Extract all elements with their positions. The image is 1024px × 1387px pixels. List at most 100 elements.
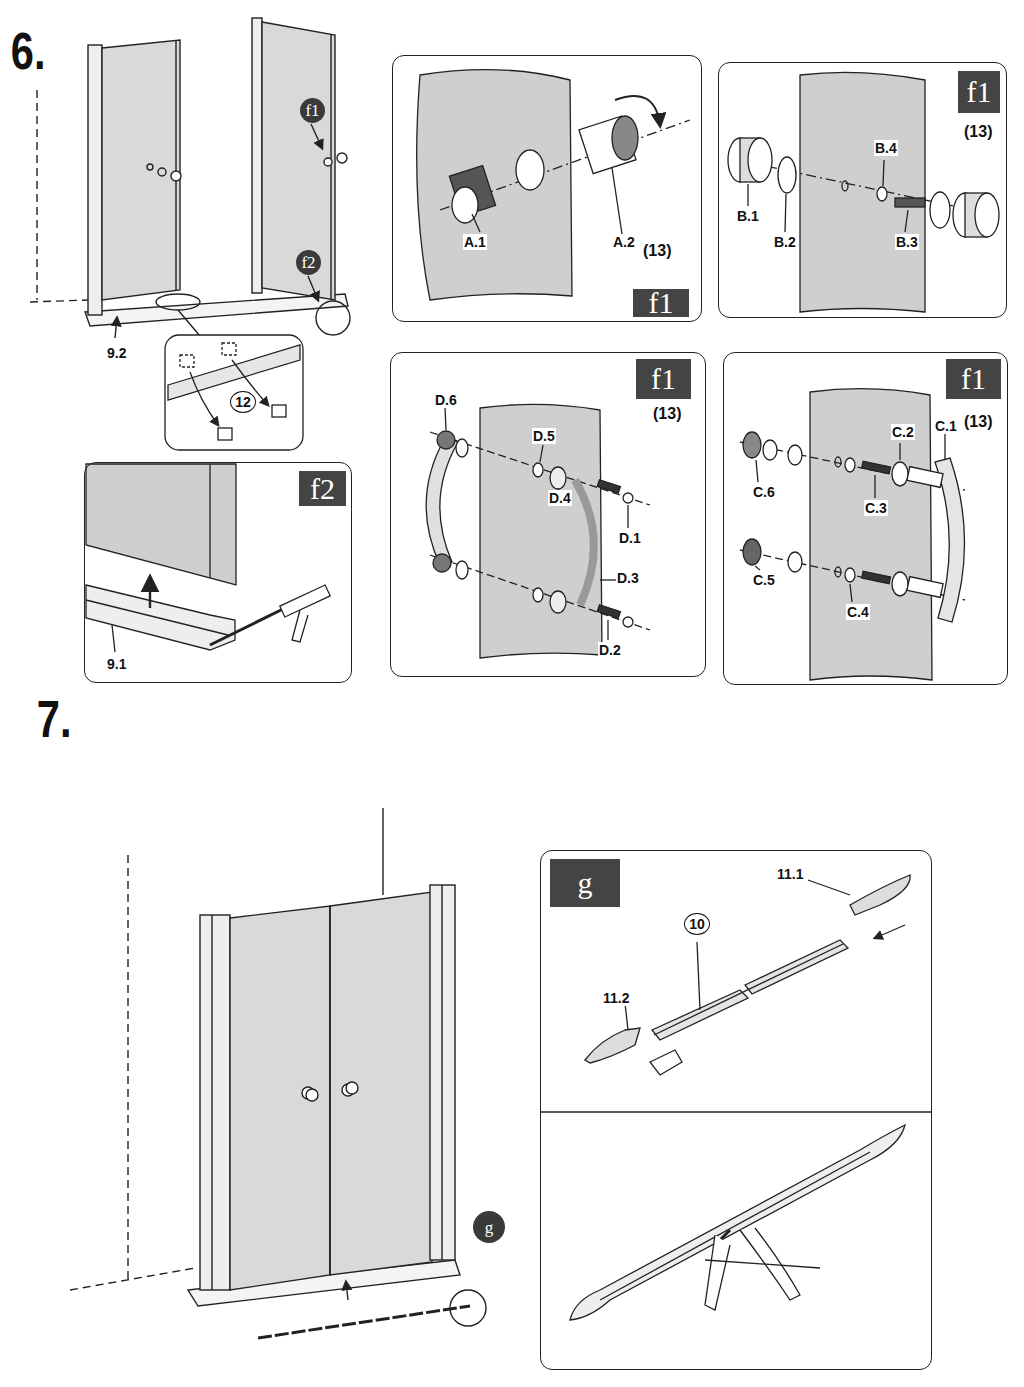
- detail-d-shape: [533, 588, 543, 602]
- detail-d-shape: [430, 555, 650, 630]
- detail-c-shape: [743, 539, 761, 565]
- detail-panel: f1 (13): [392, 55, 702, 322]
- detail-badge: g: [550, 859, 620, 907]
- callout-number: 12: [230, 391, 256, 413]
- detail-b-shape: [748, 138, 772, 182]
- inset-caps-shape: [222, 343, 236, 355]
- detail-f2-shape: [112, 625, 115, 652]
- step7-enclosure-shape: [230, 906, 330, 1290]
- detail-c-shape: [907, 577, 943, 598]
- part-label: C.5: [752, 572, 776, 588]
- step6-enclosure-shape: [337, 153, 347, 163]
- detail-a-shape: [516, 150, 544, 190]
- step7-enclosure-shape: [258, 1306, 470, 1338]
- detail-g-shape: [705, 1260, 820, 1268]
- part-label: 11.1: [776, 866, 804, 882]
- quantity-note: (13): [964, 413, 992, 431]
- part-label: D.6: [434, 392, 458, 408]
- detail-g-shape: [654, 944, 843, 1035]
- part-label: 11.2: [602, 990, 630, 1006]
- detail-c-shape: [788, 552, 802, 572]
- part-label: D.5: [532, 428, 556, 444]
- detail-b-shape: [747, 184, 748, 206]
- detail-badge: f1: [636, 359, 691, 399]
- part-label: D.2: [598, 642, 622, 658]
- detail-g-shape: [850, 875, 910, 915]
- detail-g-shape: [600, 1152, 870, 1300]
- quantity-note: (13): [653, 405, 681, 423]
- step6-enclosure-shape: [316, 301, 350, 335]
- detail-g-shape: [697, 942, 700, 1010]
- step6-enclosure-shape: [102, 40, 180, 300]
- detail-f2: [86, 464, 330, 652]
- detail-panel: f1(13): [718, 62, 1007, 318]
- detail-c-shape: [755, 566, 760, 570]
- detail-g-shape: [705, 1235, 730, 1310]
- detail-c-shape: [835, 457, 841, 467]
- step6-enclosure-shape: [30, 300, 88, 302]
- detail-b-shape: [975, 193, 999, 237]
- part-label: B.3: [895, 234, 919, 250]
- step6-enclosure-shape: [147, 164, 153, 170]
- callout-number: 10: [684, 913, 710, 935]
- detail-c-shape: [743, 432, 761, 458]
- detail-c-shape: [874, 475, 875, 498]
- detail-b-shape: [842, 181, 848, 191]
- detail-c-shape: [835, 567, 841, 577]
- step7-enclosure-shape: [382, 808, 383, 895]
- step7-enclosure-shape: [450, 1290, 486, 1326]
- detail-f2-shape: [86, 585, 235, 650]
- callout-letter: f2: [301, 254, 315, 271]
- detail-c-shape: [845, 458, 855, 472]
- step7-enclosure-shape: [329, 906, 330, 1275]
- detail-d-shape: [540, 445, 543, 462]
- detail-d-shape: [433, 554, 451, 572]
- step6-enclosure-shape: [85, 294, 348, 326]
- detail-b-shape: [800, 72, 925, 312]
- detail-b-shape: [883, 160, 884, 186]
- detail-panel: g: [540, 850, 932, 1370]
- detail-g-shape: [541, 1111, 931, 1112]
- step6-enclosure-shape: [36, 90, 37, 300]
- detail-f2-shape: [292, 610, 308, 642]
- detail-d-shape: [623, 493, 633, 503]
- detail-c-shape: [899, 443, 900, 460]
- detail-b-shape: [778, 157, 796, 193]
- detail-a-shape: [615, 96, 660, 125]
- detail-badge: f1: [633, 289, 689, 317]
- step6-enclosure-shape: [252, 18, 262, 293]
- detail-d: [426, 404, 650, 658]
- detail-g: [541, 875, 931, 1320]
- part-label: 9.1: [106, 656, 127, 672]
- detail-a-shape: [612, 116, 638, 160]
- detail-panel: f2: [84, 462, 352, 683]
- detail-badge: f1: [946, 359, 1001, 399]
- detail-d-shape: [575, 480, 594, 605]
- part-label: D.3: [616, 570, 640, 586]
- detail-d-shape: [480, 404, 602, 658]
- detail-g-shape: [650, 1050, 682, 1075]
- detail-c: [740, 389, 965, 680]
- inset-caps: [165, 335, 303, 450]
- detail-c-shape: [907, 467, 943, 488]
- detail-d-shape: [437, 431, 455, 449]
- detail-b-shape: [930, 192, 950, 228]
- detail-c-shape: [892, 572, 908, 596]
- detail-c-shape: [862, 571, 891, 584]
- step6-enclosure-shape: [311, 124, 322, 148]
- detail-g-shape: [625, 1003, 628, 1030]
- step6-enclosure-shape: [171, 171, 181, 181]
- step7-enclosure-shape: [211, 915, 212, 1290]
- step7-enclosure-shape: [127, 855, 128, 1280]
- detail-f2-shape: [149, 578, 151, 608]
- part-label: B.1: [736, 208, 760, 224]
- part-label: A.1: [463, 234, 487, 250]
- detail-c-shape: [845, 568, 855, 582]
- callout-circle: f1: [300, 98, 325, 123]
- quantity-note: (13): [964, 123, 992, 141]
- detail-f2-shape: [280, 585, 330, 617]
- part-label: D.4: [548, 490, 572, 506]
- step6-enclosure-shape: [156, 294, 200, 310]
- quantity-note: (13): [643, 242, 671, 260]
- callout-letter: g: [485, 1219, 494, 1236]
